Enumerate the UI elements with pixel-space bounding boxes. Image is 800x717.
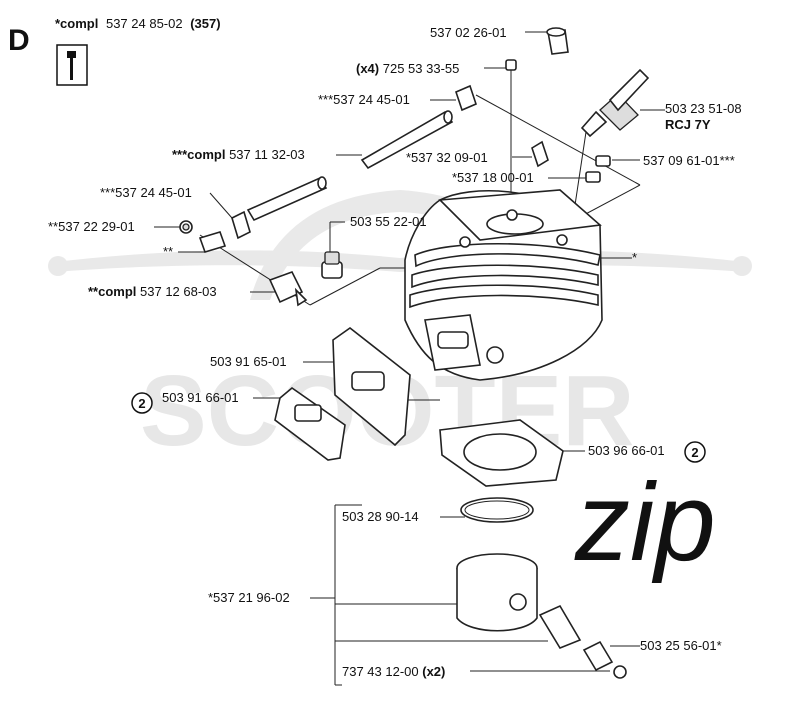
label-537-11-32-03: ***compl 537 11 32-03	[172, 147, 305, 162]
label-725-53-33-55: (x4) 725 53 33-55	[356, 61, 459, 76]
fuel-hose-upper	[360, 84, 477, 170]
label-part: *537 21 96-02	[208, 590, 290, 605]
header-part-no: 537 24 85-02	[106, 16, 183, 31]
intake-flange	[274, 386, 346, 461]
circled-number: 2	[691, 445, 698, 460]
spark-plug	[571, 68, 650, 226]
label-part: 537 11 32-03	[225, 147, 304, 162]
label-537-24-45-01-lower: ***537 24 45-01	[100, 185, 192, 200]
spark-plug-cap	[546, 27, 569, 55]
label-part: 537 12 68-03	[136, 284, 216, 299]
label-503-23-51-08: 503 23 51-08	[665, 101, 742, 116]
label-503-96-66-01: 503 96 66-01	[588, 443, 665, 458]
label-part: 537 09 61-01***	[643, 153, 735, 168]
label-part: 537 02 26-01	[430, 25, 507, 40]
circled-number: 2	[138, 396, 145, 411]
cylinder-assembly	[404, 189, 603, 381]
gasket-insulator	[332, 327, 411, 447]
label-part: 725 53 33-55	[379, 61, 459, 76]
label-part: **compl	[88, 284, 136, 299]
callout-labels: 537 02 26-01 (x4) 725 53 33-55 ***537 24…	[48, 25, 742, 679]
label-part: 503 96 66-01	[588, 443, 665, 458]
label-537-18-00-01: *537 18 00-01	[452, 170, 534, 185]
label-537-12-68-03: **compl 537 12 68-03	[88, 284, 217, 299]
label-737-43-12-00: 737 43 12-00 (x2)	[342, 664, 445, 679]
label-single-star: *	[632, 250, 637, 265]
label-503-25-56-01: 503 25 56-01*	[640, 638, 722, 653]
label-part: (x4)	[356, 61, 379, 76]
label-part: RCJ 7Y	[665, 117, 711, 132]
label-double-star: **	[163, 244, 173, 259]
header-qty: (357)	[190, 16, 220, 31]
label-part: ***537 24 45-01	[318, 92, 410, 107]
label-537-24-45-01-upper: ***537 24 45-01	[318, 92, 410, 107]
needle-bearing	[582, 640, 614, 672]
label-part: 503 91 66-01	[162, 390, 239, 405]
label-part: 503 55 22-01	[350, 214, 427, 229]
label-part: 737 43 12-00	[342, 664, 419, 679]
cylinder-gasket	[439, 419, 564, 487]
tool-icon	[56, 44, 88, 86]
clip-right	[531, 140, 611, 183]
label-537-22-29-01: **537 22 29-01	[48, 219, 135, 234]
label-part: 503 28 90-14	[342, 509, 419, 524]
cylinder-screw	[505, 59, 517, 210]
label-part: 503 25 56-01*	[640, 638, 722, 653]
label-503-91-65-01: 503 91 65-01	[210, 354, 287, 369]
label-503-91-66-01: 503 91 66-01	[162, 390, 239, 405]
watermark-script: zip	[574, 461, 716, 584]
fuel-connector	[268, 271, 308, 307]
label-503-55-22-01: 503 55 22-01	[350, 214, 427, 229]
label-part: *	[632, 250, 637, 265]
section-letter: D	[8, 24, 30, 57]
label-537-09-61-01: 537 09 61-01***	[643, 153, 735, 168]
piston-ring	[460, 497, 534, 523]
label-537-32-09-01: *537 32 09-01	[406, 150, 488, 165]
circlip	[613, 665, 627, 679]
label-part: *537 18 00-01	[452, 170, 534, 185]
label-part: **537 22 29-01	[48, 219, 135, 234]
circled-marker-left: 2	[131, 392, 153, 414]
decomp-valve	[321, 251, 343, 279]
label-part: ***compl	[172, 147, 225, 162]
label-part: **	[163, 244, 173, 259]
header-prefix: *compl	[55, 16, 98, 31]
piston-pin	[538, 604, 582, 649]
fuel-hose-lower	[231, 176, 328, 240]
small-screw	[179, 220, 227, 253]
label-part: ***537 24 45-01	[100, 185, 192, 200]
label-part: (x2)	[419, 664, 446, 679]
label-537-02-26-01: 537 02 26-01	[430, 25, 507, 40]
label-part: 503 23 51-08	[665, 101, 742, 116]
label-503-28-90-14: 503 28 90-14	[342, 509, 419, 524]
label-part: 503 91 65-01	[210, 354, 287, 369]
label-rcj-7y: RCJ 7Y	[665, 117, 711, 132]
circled-marker-right: 2	[684, 441, 706, 463]
piston	[456, 553, 538, 632]
label-537-21-96-02: *537 21 96-02	[208, 590, 290, 605]
label-part: *537 32 09-01	[406, 150, 488, 165]
header-line: *compl 537 24 85-02 (357)	[55, 16, 221, 31]
